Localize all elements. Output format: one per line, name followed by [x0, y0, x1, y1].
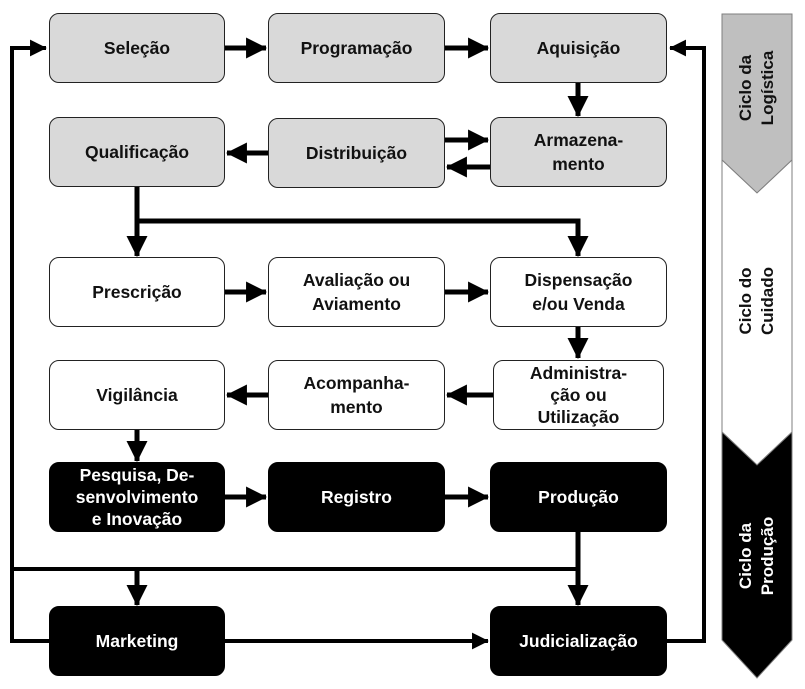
box-producao: Produção	[490, 462, 667, 532]
box-acompanhamento: Acompanha- mento	[268, 360, 445, 430]
arrow-loop-aquisicao	[666, 39, 706, 643]
box-dispensacao: Dispensação e/ou Venda	[490, 257, 667, 327]
box-pesquisa: Pesquisa, De- senvolvimento e Inovação	[49, 462, 225, 532]
band-producao-shape	[721, 430, 793, 679]
band-label-producao: Ciclo da Produção	[736, 516, 777, 596]
box-vigilancia: Vigilância	[49, 360, 225, 430]
box-qualificacao: Qualificação	[49, 117, 225, 187]
band-label-cuidado: Ciclo do Cuidado	[736, 267, 777, 335]
band-label-logistica: Ciclo da Logística	[736, 50, 777, 126]
box-selecao: Seleção	[49, 13, 225, 83]
box-avaliacao: Avaliação ou Aviamento	[268, 257, 445, 327]
box-programacao: Programação	[268, 13, 445, 83]
box-aquisicao: Aquisição	[490, 13, 667, 83]
box-administracao: Administra- ção ou Utilização	[493, 360, 664, 430]
box-registro: Registro	[268, 462, 445, 532]
box-distribuicao: Distribuição	[268, 118, 445, 188]
box-marketing: Marketing	[49, 606, 225, 676]
arrow-qualificacao-dispensacao	[137, 218, 589, 258]
arrow-loop-selecao	[10, 39, 50, 643]
box-judicializacao: Judicialização	[490, 606, 667, 676]
box-prescricao: Prescrição	[49, 257, 225, 327]
box-armazenamento: Armazena- mento	[490, 117, 667, 187]
